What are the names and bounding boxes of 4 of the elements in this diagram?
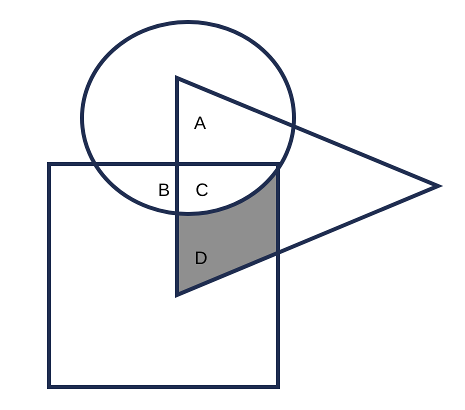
- region-label: C: [196, 181, 208, 199]
- region-label: D: [194, 249, 208, 267]
- region-label: A: [194, 114, 206, 132]
- region-label: B: [158, 181, 170, 199]
